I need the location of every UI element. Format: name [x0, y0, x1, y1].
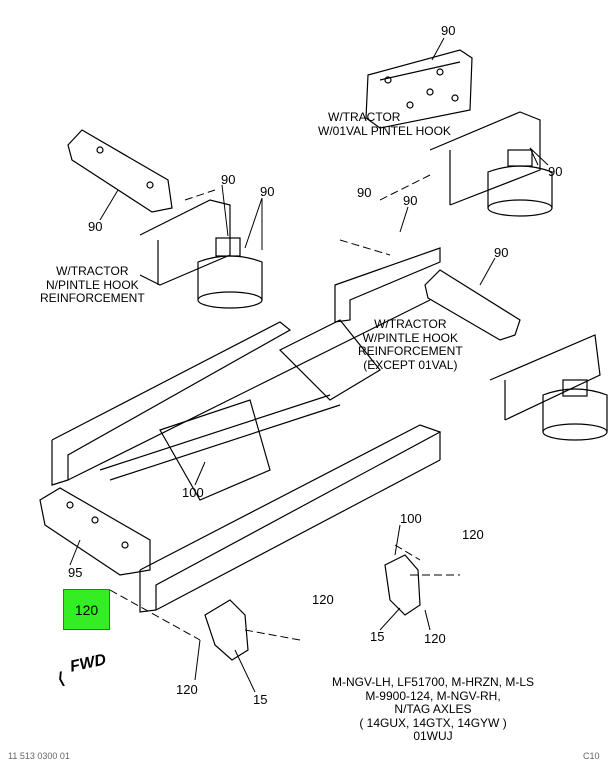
callout-120-highlight-text: 120: [74, 601, 99, 618]
callout-15: 15: [370, 629, 385, 644]
air-spring-right-middle: [542, 379, 608, 441]
note-line: (EXCEPT 01VAL): [363, 357, 458, 372]
callout-120: 120: [176, 682, 198, 697]
callout-90: 90: [88, 219, 103, 234]
callout-90: 90: [357, 185, 372, 200]
callout-90: 90: [441, 23, 456, 38]
note-n-pintle-hook: W/TRACTOR N/PINTLE HOOK REINFORCEMENT: [40, 264, 145, 306]
callout-90: 90: [548, 164, 563, 179]
page-code: C10: [583, 751, 600, 761]
note-pintel-hook: W/TRACTOR W/01VAL PINTEL HOOK: [318, 110, 451, 138]
callout-90: 90: [403, 193, 418, 208]
callout-95: 95: [68, 565, 83, 580]
callout-90: 90: [260, 184, 275, 199]
model-line: N/TAG AXLES: [394, 702, 472, 716]
note-line: W/01VAL PINTEL HOOK: [318, 123, 451, 138]
crossmember-left-upper: [67, 129, 231, 286]
note-line: REINFORCEMENT: [358, 344, 463, 358]
spring-bracket-right: [384, 554, 421, 616]
callout-120: 120: [462, 527, 484, 542]
callout-100: 100: [400, 511, 422, 526]
callout-90: 90: [494, 245, 509, 260]
model-line: M-NGV-LH, LF51700, M-HRZN, M-LS: [331, 675, 535, 689]
air-spring-left: [197, 237, 263, 309]
model-line: 01WUJ: [413, 729, 453, 743]
model-applicability: M-NGV-LH, LF51700, M-HRZN, M-LS M-9900-1…: [322, 675, 544, 744]
front-crossmember: [39, 487, 151, 576]
crossmember-top-right: [365, 49, 541, 206]
callout-120: 120: [424, 631, 446, 646]
callout-90: 90: [221, 172, 236, 187]
model-line: ( 14GUX, 14GTX, 14GYW ): [359, 715, 507, 730]
callout-15: 15: [253, 692, 268, 707]
model-line: M-9900-124, M-NGV-RH,: [365, 688, 501, 703]
note-line: REINFORCEMENT: [40, 291, 145, 305]
note-line: N/PINTLE HOOK: [45, 277, 139, 292]
callout-100: 100: [182, 485, 204, 500]
callout-120: 120: [312, 592, 334, 607]
spring-bracket-bottom: [204, 599, 249, 661]
note-line: W/TRACTOR: [374, 317, 447, 331]
note-line: W/TRACTOR: [328, 110, 401, 124]
main-chassis-frame: [51, 299, 442, 613]
highlighted-callout-120[interactable]: 120: [63, 589, 110, 630]
note-line: W/PINTLE HOOK: [362, 330, 458, 345]
note-w-pintle-hook: W/TRACTOR W/PINTLE HOOK REINFORCEMENT (E…: [358, 317, 463, 372]
note-line: W/TRACTOR: [56, 264, 129, 278]
figure-number: 11 513 0300 01: [8, 751, 70, 761]
air-spring-top-right: [487, 149, 553, 217]
